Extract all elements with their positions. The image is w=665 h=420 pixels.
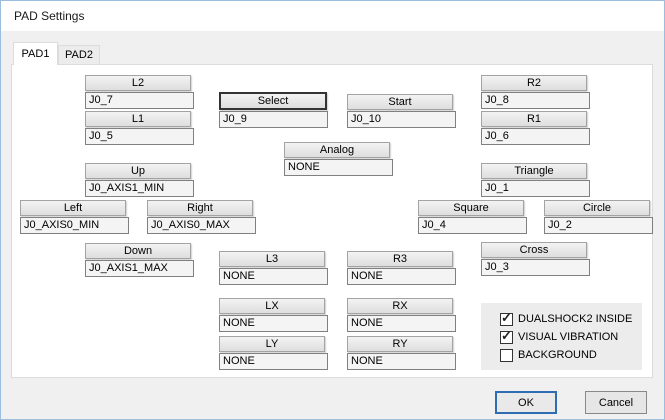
control-pair-r1: R1 J0_6 (481, 111, 591, 145)
r2-button[interactable]: R2 (481, 75, 587, 91)
control-pair-l1: L1 J0_5 (85, 111, 195, 145)
checkbox-label: BACKGROUND (518, 349, 597, 361)
checkbox-background[interactable]: BACKGROUND (500, 348, 597, 362)
control-pair-circle: Circle J0_2 (544, 200, 654, 234)
ok-button[interactable]: OK (495, 391, 557, 414)
circle-binding-value: J0_2 (544, 217, 653, 234)
control-pair-l2: L2 J0_7 (85, 75, 195, 109)
r2-binding-value: J0_8 (481, 92, 590, 109)
l2-button[interactable]: L2 (85, 75, 191, 91)
start-button[interactable]: Start (347, 94, 453, 110)
triangle-binding-value: J0_1 (481, 180, 590, 197)
analog-button[interactable]: Analog (284, 142, 390, 158)
select-button[interactable]: Select (219, 92, 327, 110)
down-binding-value: J0_AXIS1_MAX (85, 260, 194, 277)
checkbox-label: DUALSHOCK2 INSIDE (518, 313, 633, 325)
checkbox-checked-icon: ✓ (500, 309, 513, 326)
cross-binding-value: J0_3 (481, 259, 590, 276)
square-binding-value: J0_4 (418, 217, 527, 234)
analog-binding-value: NONE (284, 159, 393, 176)
checkbox-unchecked-icon (500, 348, 513, 362)
lx-button[interactable]: LX (219, 298, 325, 314)
control-pair-rx: RX NONE (347, 298, 457, 332)
pad1-tab-page: L2 J0_7 L1 J0_5 Select J0_9 Start J0_10 … (11, 64, 653, 378)
control-pair-l3: L3 NONE (219, 251, 329, 285)
l1-binding-value: J0_5 (85, 128, 194, 145)
cancel-button[interactable]: Cancel (585, 391, 647, 414)
control-pair-up: Up J0_AXIS1_MIN (85, 163, 195, 197)
ly-button[interactable]: LY (219, 336, 325, 352)
ry-binding-value: NONE (347, 353, 456, 370)
r3-binding-value: NONE (347, 268, 456, 285)
control-pair-r3: R3 NONE (347, 251, 457, 285)
control-pair-ly: LY NONE (219, 336, 329, 370)
tab-pad2[interactable]: PAD2 (58, 45, 100, 64)
up-button[interactable]: Up (85, 163, 191, 179)
control-pair-square: Square J0_4 (418, 200, 528, 234)
l3-button[interactable]: L3 (219, 251, 325, 267)
ry-button[interactable]: RY (347, 336, 453, 352)
control-pair-r2: R2 J0_8 (481, 75, 591, 109)
triangle-button[interactable]: Triangle (481, 163, 587, 179)
lx-binding-value: NONE (219, 315, 328, 332)
control-pair-left: Left J0_AXIS0_MIN (20, 200, 130, 234)
control-pair-ry: RY NONE (347, 336, 457, 370)
r1-binding-value: J0_6 (481, 128, 590, 145)
checkbox-visual-vibration[interactable]: ✓ VISUAL VIBRATION (500, 327, 619, 344)
control-pair-lx: LX NONE (219, 298, 329, 332)
select-binding-value: J0_9 (219, 111, 328, 128)
window-title: PAD Settings (14, 9, 85, 23)
rx-binding-value: NONE (347, 315, 456, 332)
start-binding-value: J0_10 (347, 111, 456, 128)
l2-binding-value: J0_7 (85, 92, 194, 109)
control-pair-triangle: Triangle J0_1 (481, 163, 591, 197)
r3-button[interactable]: R3 (347, 251, 453, 267)
control-pair-analog: Analog NONE (284, 142, 394, 176)
rx-button[interactable]: RX (347, 298, 453, 314)
control-pair-right: Right J0_AXIS0_MAX (147, 200, 257, 234)
circle-button[interactable]: Circle (544, 200, 650, 216)
checkbox-label: VISUAL VIBRATION (518, 331, 619, 343)
up-binding-value: J0_AXIS1_MIN (85, 180, 194, 197)
control-pair-select: Select J0_9 (219, 92, 329, 128)
titlebar: PAD Settings (1, 1, 664, 31)
right-button[interactable]: Right (147, 200, 253, 216)
ly-binding-value: NONE (219, 353, 328, 370)
cross-button[interactable]: Cross (481, 242, 587, 258)
l3-binding-value: NONE (219, 268, 328, 285)
control-pair-down: Down J0_AXIS1_MAX (85, 243, 195, 277)
checkbox-checked-icon: ✓ (500, 327, 513, 344)
tab-pad1[interactable]: PAD1 (13, 42, 58, 65)
control-pair-cross: Cross J0_3 (481, 242, 591, 276)
left-button[interactable]: Left (20, 200, 126, 216)
down-button[interactable]: Down (85, 243, 191, 259)
checkbox-dualshock2-inside[interactable]: ✓ DUALSHOCK2 INSIDE (500, 309, 633, 326)
square-button[interactable]: Square (418, 200, 524, 216)
l1-button[interactable]: L1 (85, 111, 191, 127)
r1-button[interactable]: R1 (481, 111, 587, 127)
control-pair-start: Start J0_10 (347, 94, 457, 128)
options-panel: ✓ DUALSHOCK2 INSIDE ✓ VISUAL VIBRATION B… (481, 303, 642, 370)
right-binding-value: J0_AXIS0_MAX (147, 217, 256, 234)
left-binding-value: J0_AXIS0_MIN (20, 217, 129, 234)
